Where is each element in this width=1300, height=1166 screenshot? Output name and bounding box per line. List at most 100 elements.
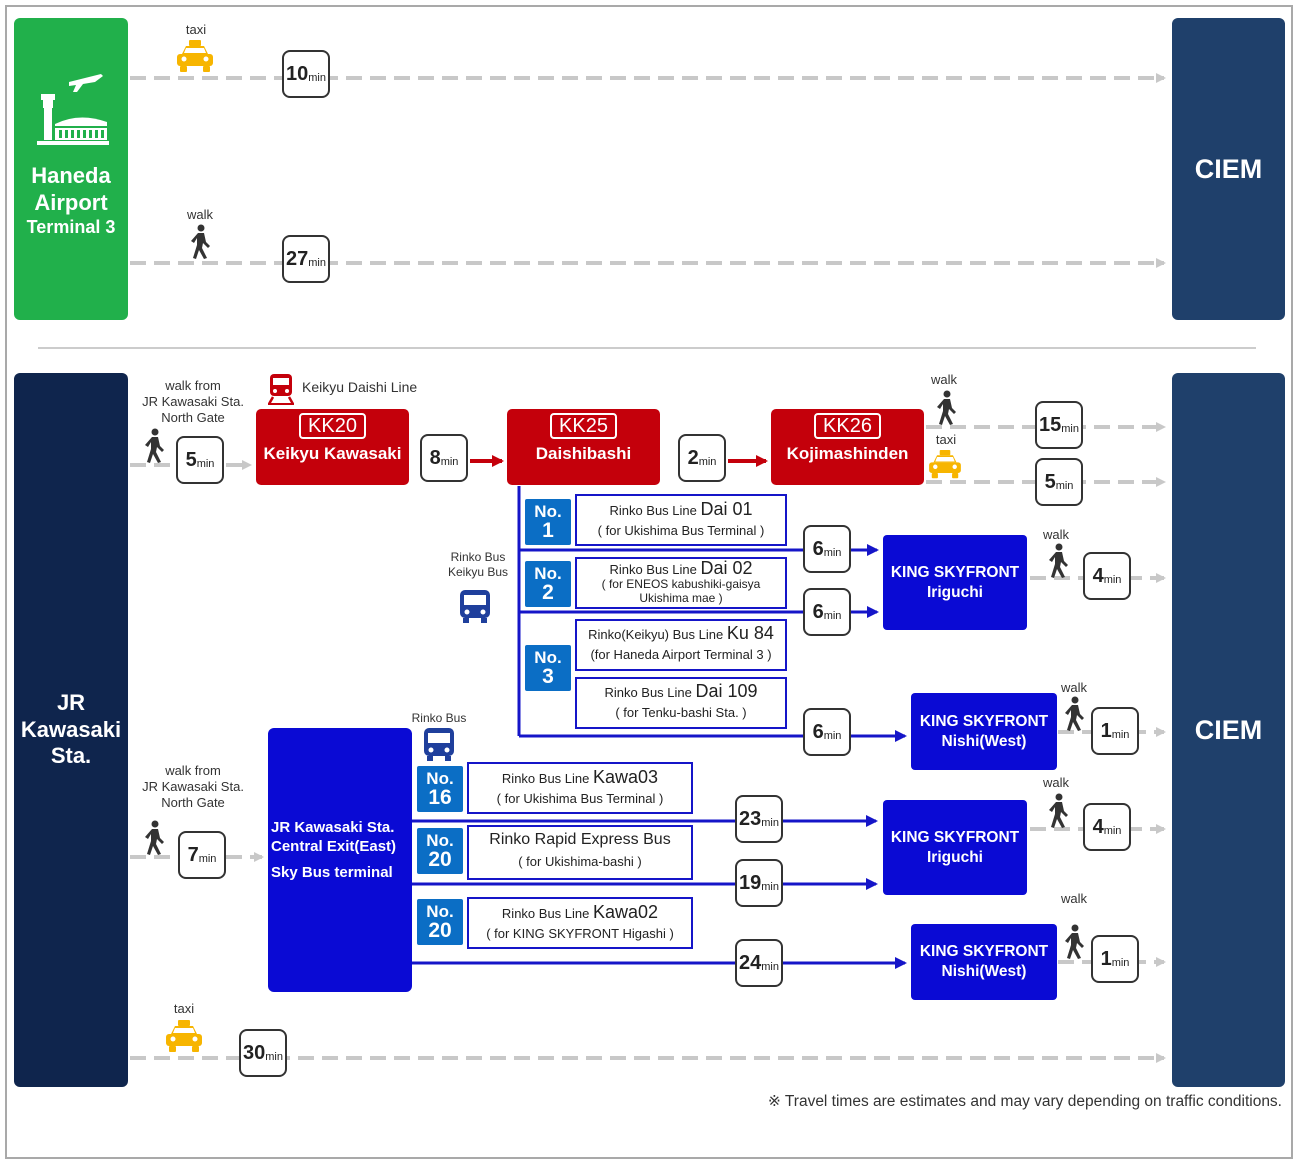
route-no-2: No.2 (525, 561, 571, 607)
no-prefix: No. (534, 648, 562, 667)
busline-dai109[interactable]: Rinko Bus Line Dai 109 ( for Tenku-bashi… (575, 677, 787, 729)
ks-nishi-lower[interactable]: KING SKYFRONT Nishi(West) (911, 924, 1057, 1000)
jr-label-line3: Sta. (50, 743, 92, 769)
taxi-label-jr: taxi (173, 1001, 195, 1016)
time-unit: min (1111, 729, 1130, 741)
busline-prefix: Rinko Bus Line (501, 906, 590, 921)
walk-from-label-top: walk from JR Kawasaki Sta. North Gate (134, 378, 252, 426)
busline-destination-2: Ukishima mae ) (639, 591, 723, 605)
station-name: Keikyu Kawasaki (263, 444, 402, 463)
time-unit: min (1103, 825, 1122, 837)
station-kk25[interactable]: KK25 Daishibashi (507, 409, 660, 485)
walk-from-line3: North Gate (161, 795, 225, 810)
busline-ku84[interactable]: Rinko(Keikyu) Bus Line Ku 84 (for Haneda… (575, 619, 787, 671)
time-unit: min (1061, 423, 1079, 435)
time-unit: min (761, 961, 779, 973)
time-value: 5 (1044, 470, 1056, 493)
time-value: 1 (1100, 719, 1112, 742)
bus-icon (424, 728, 454, 761)
busline-kawa03[interactable]: Rinko Bus Line Kawa03 ( for Ukishima Bus… (467, 762, 693, 814)
station-kk20[interactable]: KK20 Keikyu Kawasaki (256, 409, 409, 485)
walk-icon (937, 390, 956, 425)
time-unit: min (1103, 574, 1122, 586)
station-name: Daishibashi (535, 444, 632, 463)
walk-icon (1065, 924, 1084, 959)
busline-prefix: Rinko Bus Line (604, 685, 692, 700)
busline-code: Ku 84 (726, 623, 774, 643)
ks-name: KING SKYFRONT (890, 563, 1020, 581)
busline-destination: ( for KING SKYFRONT Higashi ) (486, 926, 674, 941)
busline-prefix: Rinko Bus Line (609, 562, 697, 577)
busline-code: Kawa02 (593, 902, 659, 922)
time-value: 8 (429, 446, 441, 469)
train-icon (268, 374, 294, 405)
busline-kawa02[interactable]: Rinko Bus Line Kawa02 ( for KING SKYFRON… (467, 897, 693, 949)
taxi-icon (177, 40, 213, 72)
ks-iriguchi-lower[interactable]: KING SKYFRONT Iriguchi (883, 800, 1027, 895)
time-unit: min (198, 853, 217, 865)
route-no-20-higashi: No.20 (417, 899, 463, 945)
time-unit: min (823, 547, 842, 559)
ks-gate: Nishi(West) (941, 732, 1027, 750)
busline-destination: ( for Tenku-bashi Sta. ) (615, 705, 747, 720)
jr-label-line2: Kawasaki (20, 716, 122, 742)
time-unit: min (308, 257, 326, 269)
sky-bus-terminal[interactable]: JR Kawasaki Sta. Central Exit(East) Sky … (268, 728, 412, 992)
walk-icon (191, 224, 210, 259)
no-number: 3 (542, 665, 554, 688)
time-unit: min (1055, 480, 1074, 492)
walk-from-line3: North Gate (161, 410, 225, 425)
time-unit: min (1111, 957, 1130, 969)
keikyu-bus-text: Keikyu Bus (447, 565, 509, 579)
frame (5, 5, 1293, 1159)
busline-code: Rinko Rapid Express Bus (489, 831, 671, 848)
busline-dai01[interactable]: Rinko Bus Line Dai 01 ( for Ukishima Bus… (575, 494, 787, 546)
station-code: KK25 (550, 413, 617, 439)
station-kk26[interactable]: KK26 Kojimashinden (771, 409, 924, 485)
time-value: 7 (187, 843, 199, 866)
ks-iriguchi-upper[interactable]: KING SKYFRONT Iriguchi (883, 535, 1027, 630)
time-unit: min (265, 1051, 283, 1063)
busline-prefix: Rinko Bus Line (609, 503, 697, 518)
busline-code: Kawa03 (593, 767, 659, 787)
time-value: 19 (739, 871, 762, 894)
no-prefix: No. (426, 769, 454, 788)
busline-dai02[interactable]: Rinko Bus Line Dai 02 ( for ENEOS kabush… (575, 557, 787, 609)
no-prefix: No. (534, 502, 562, 521)
busline-code: Dai 02 (700, 558, 753, 578)
taxi-label-h: taxi (185, 22, 207, 37)
time-value: 4 (1092, 815, 1104, 838)
rinko-bus-text: Rinko Bus (450, 550, 506, 564)
time-value: 6 (812, 600, 824, 623)
ciem-label-top: CIEM (1194, 153, 1263, 184)
ks-gate: Iriguchi (927, 848, 983, 866)
busline-destination: (for Haneda Airport Terminal 3 ) (590, 647, 772, 662)
walk-label-ks-d: walk (1060, 891, 1087, 906)
ks-name: KING SKYFRONT (919, 943, 1049, 960)
no-number: 20 (428, 919, 452, 942)
ks-nishi-upper[interactable]: KING SKYFRONT Nishi(West) (911, 693, 1057, 770)
route-no-20-rapid: No.20 (417, 828, 463, 874)
ciem-box-top[interactable]: CIEM (1172, 18, 1285, 320)
ciem-box-bottom[interactable]: CIEM (1172, 373, 1285, 1087)
no-prefix: No. (426, 902, 454, 921)
bus-icon (460, 590, 490, 623)
haneda-airport-box[interactable]: Haneda Airport Terminal 3 (14, 18, 128, 320)
time-value: 1 (1100, 947, 1112, 970)
haneda-label-line2: Airport (34, 190, 108, 215)
ks-gate: Iriguchi (927, 583, 983, 601)
busline-rapid[interactable]: Rinko Rapid Express Bus ( for Ukishima-b… (467, 825, 693, 880)
time-value: 6 (812, 537, 824, 560)
busline-destination: ( for Ukishima Bus Terminal ) (597, 523, 765, 538)
walk-from-line1: walk from (165, 763, 221, 778)
jr-kawasaki-box[interactable]: JR Kawasaki Sta. (14, 373, 128, 1087)
walk-label-kk26: walk (930, 372, 957, 387)
footnote: ※ Travel times are estimates and may var… (767, 1093, 1282, 1110)
